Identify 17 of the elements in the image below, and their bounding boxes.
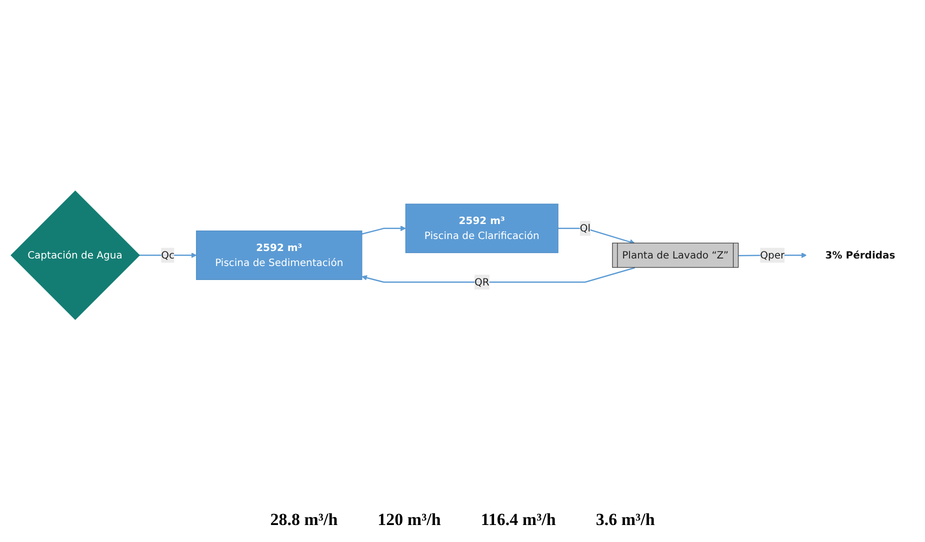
flow-rate-label: 120 m³/h (378, 510, 441, 530)
flow-rate-label: 28.8 m³/h (270, 510, 338, 530)
node-diamond (10, 190, 140, 320)
node-text: 3% Pérdidas (825, 248, 896, 261)
arrow (362, 266, 635, 282)
arrow (139, 252, 197, 258)
arrow (362, 225, 406, 234)
edge-label: Qper (760, 248, 785, 261)
node-box (405, 203, 558, 253)
flow-rate-label: 116.4 m³/h (480, 510, 556, 530)
edge-label: Ql (580, 222, 591, 234)
arrow (558, 228, 636, 244)
edge-label: Qc (161, 248, 174, 261)
flow-rate-label: 3.6 m³/h (596, 510, 655, 530)
edge-label: QR (474, 276, 490, 288)
flow-diagram: Captación de Agua 2592 m³ Piscina de Clarificación Ql Qc 2592 m³ Piscina de Sedimentación Planta de Lavado “Z” Qper 3% Pérdidas QR (6, 186, 919, 324)
node-box (196, 230, 362, 280)
